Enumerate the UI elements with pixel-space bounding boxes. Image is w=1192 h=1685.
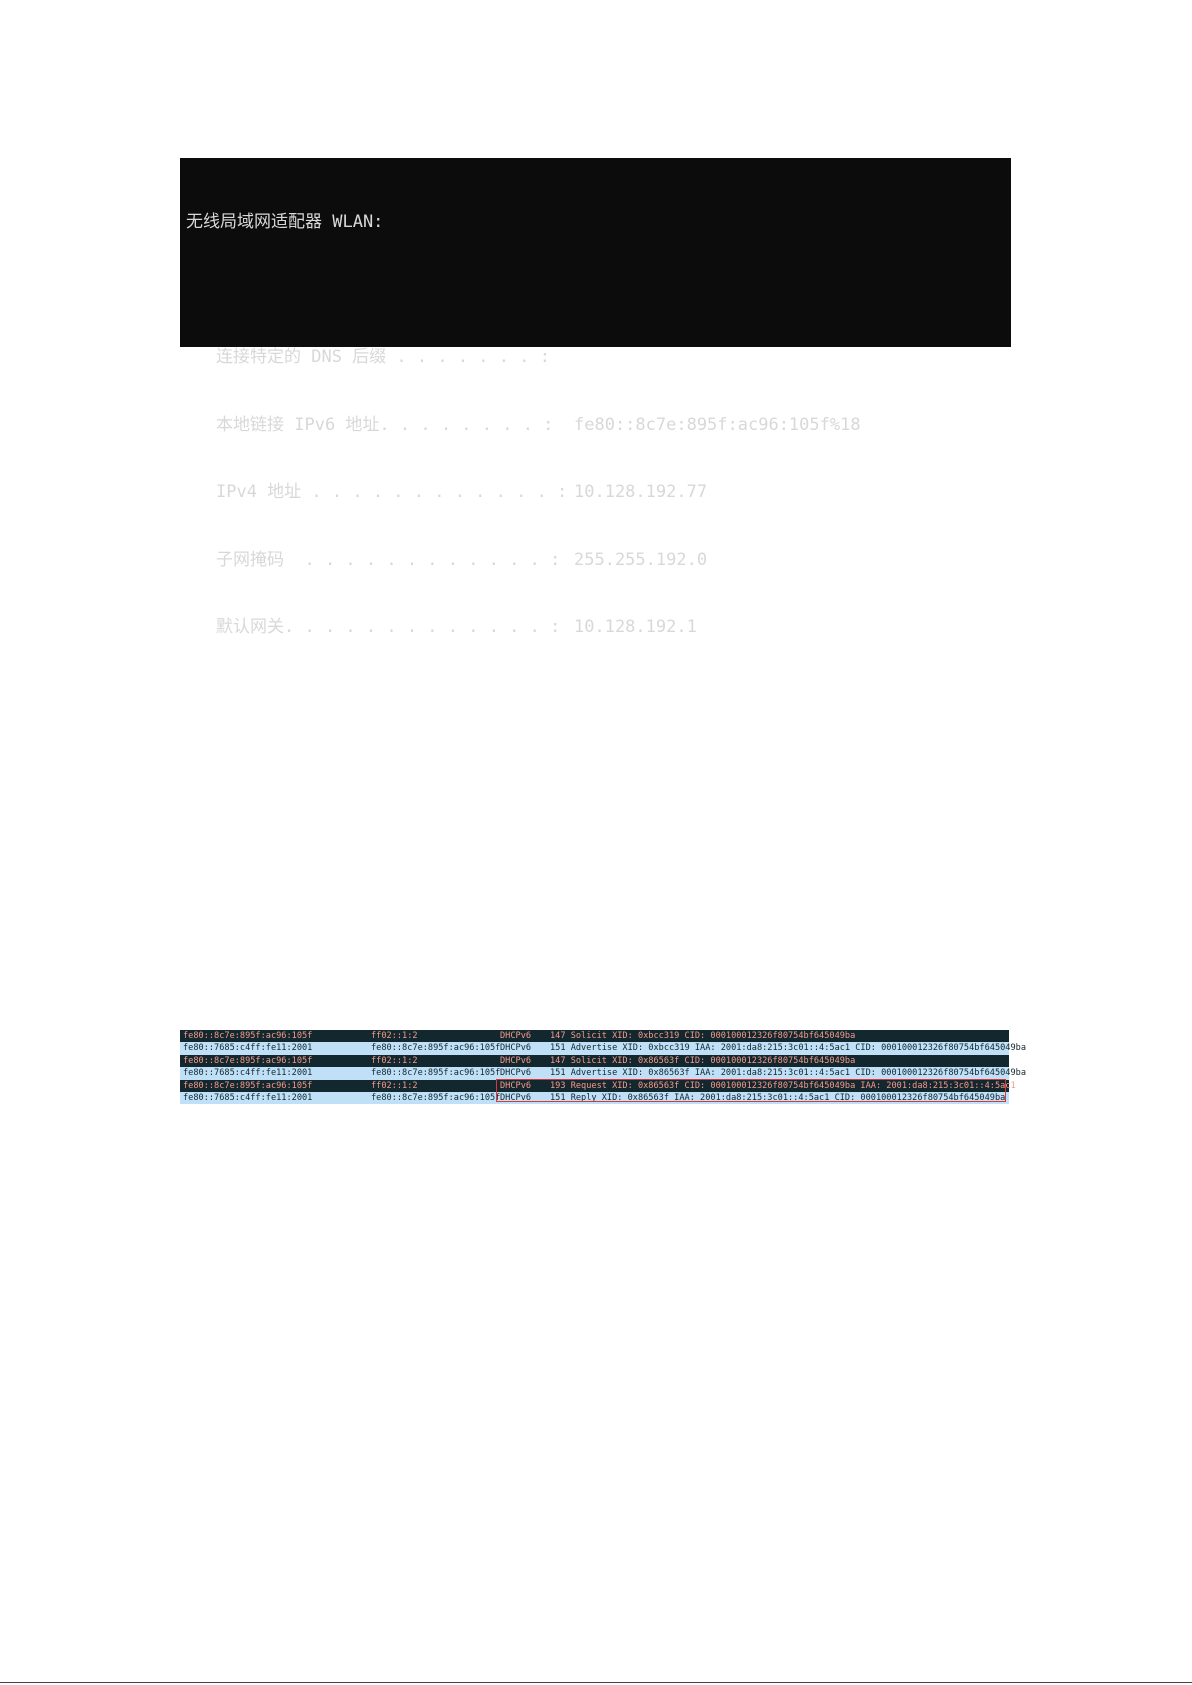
packet-source: fe80::7685:c4ff:fe11:2001 bbox=[183, 1092, 313, 1103]
packet-protocol: DHCPv6 bbox=[500, 1055, 532, 1066]
ipconfig-terminal-screenshot: 无线局域网适配器 WLAN: 连接特定的 DNS 后缀 . . . . . . … bbox=[180, 158, 1011, 637]
packet-destination: ff02::1:2 bbox=[371, 1080, 418, 1091]
packet-source: fe80::8c7e:895f:ac96:105f bbox=[183, 1080, 313, 1091]
subnet-mask-line: 子网掩码 . . . . . . . . . . . . :255.255.19… bbox=[216, 549, 708, 570]
packet-info: 151 Reply XID: 0x86563f IAA: 2001:da8:21… bbox=[550, 1092, 1006, 1103]
ipv4-line: IPv4 地址 . . . . . . . . . . . . :10.128.… bbox=[216, 482, 708, 502]
packet-row: fe80::7685:c4ff:fe11:2001 fe80::8c7e:895f… bbox=[180, 1067, 1026, 1080]
packet-info: 147 Solicit XID: 0x86563f CID: 000100012… bbox=[550, 1055, 856, 1066]
adapter-title: 无线局域网适配器 WLAN: bbox=[186, 212, 384, 232]
packet-destination: ff02::1:2 bbox=[371, 1031, 418, 1041]
packet-destination: fe80::8c7e:895f:ac96:105f bbox=[371, 1043, 501, 1054]
ipv6-line: 本地链接 IPv6 地址. . . . . . . . :fe80::8c7e:… bbox=[216, 414, 861, 435]
packet-protocol: DHCPv6 bbox=[500, 1080, 532, 1091]
packet-destination: fe80::8c7e:895f:ac96:105f bbox=[371, 1092, 501, 1103]
dns-suffix-line: 连接特定的 DNS 后缀 . . . . . . . : bbox=[216, 347, 550, 367]
packet-protocol: DHCPv6 bbox=[500, 1031, 532, 1041]
packet-source: fe80::8c7e:895f:ac96:105f bbox=[183, 1031, 313, 1041]
packet-row: fe80::8c7e:895f:ac96:105f ff02::1:2 DHCPv6… bbox=[180, 1079, 1016, 1092]
packet-row: fe80::8c7e:895f:ac96:105f ff02::1:2 DHCPv6… bbox=[180, 1054, 1009, 1068]
packet-row: fe80::8c7e:895f:ac96:105f ff02::1:2 DHCPv6… bbox=[180, 1030, 1009, 1043]
packet-source: fe80::7685:c4ff:fe11:2001 bbox=[183, 1043, 313, 1054]
packet-source: fe80::7685:c4ff:fe11:2001 bbox=[183, 1068, 313, 1079]
packet-info: 193 Request XID: 0x86563f CID: 000100012… bbox=[550, 1080, 1016, 1091]
packet-info: 151 Advertise XID: 0xbcc319 IAA: 2001:da… bbox=[550, 1043, 1026, 1054]
packet-destination: ff02::1:2 bbox=[371, 1055, 418, 1066]
packet-source: fe80::8c7e:895f:ac96:105f bbox=[183, 1055, 313, 1066]
packet-info: 151 Advertise XID: 0x86563f IAA: 2001:da… bbox=[550, 1068, 1026, 1079]
packet-info: 147 Solicit XID: 0xbcc319 CID: 000100012… bbox=[550, 1031, 856, 1041]
packet-destination: fe80::8c7e:895f:ac96:105f bbox=[371, 1068, 501, 1079]
packet-protocol: DHCPv6 bbox=[500, 1068, 532, 1079]
packet-row: fe80::7685:c4ff:fe11:2001 fe80::8c7e:895f… bbox=[180, 1042, 1026, 1055]
page-footer-line bbox=[0, 1682, 1192, 1683]
gateway-line: 默认网关. . . . . . . . . . . . . :10.128.19… bbox=[216, 617, 697, 637]
packet-row: fe80::7685:c4ff:fe11:2001 fe80::8c7e:895f… bbox=[180, 1091, 1009, 1105]
packet-protocol: DHCPv6 bbox=[500, 1043, 532, 1054]
packet-protocol: DHCPv6 bbox=[500, 1092, 532, 1103]
